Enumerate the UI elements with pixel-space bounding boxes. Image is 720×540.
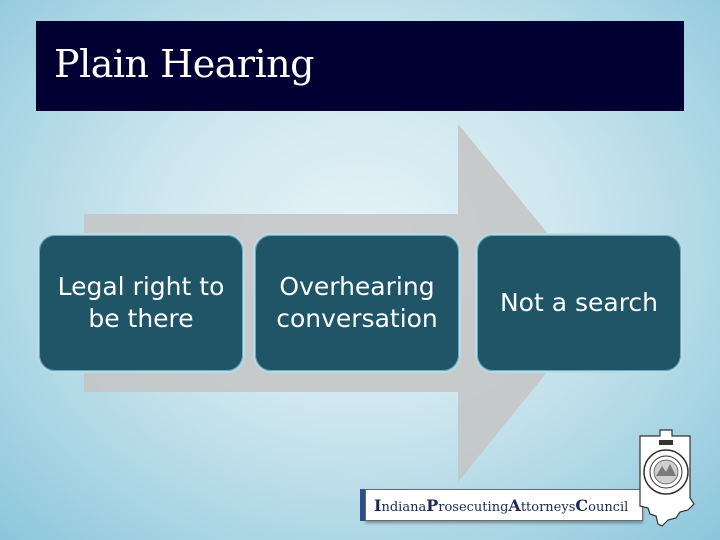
logo-word-4: Council	[575, 495, 629, 515]
step-overhearing: Overhearing conversation	[253, 233, 461, 373]
logo-word-2: Prosecuting	[426, 495, 509, 515]
logo-word-1: Indiana	[374, 495, 427, 515]
step-3-line-1: Not a search	[499, 287, 659, 317]
step-2-line-1: Overhearing	[279, 271, 435, 301]
logo-word-3: Attorneys	[508, 495, 576, 515]
step-legal-right: Legal right to be there	[37, 233, 245, 373]
ipac-logo-banner: Indiana Prosecuting Attorneys Council	[365, 489, 643, 521]
step-2-line-2: conversation	[276, 304, 438, 333]
title-bar: Plain Hearing	[36, 21, 684, 111]
indiana-state-seal-icon	[639, 429, 695, 527]
step-not-a-search: Not a search	[475, 233, 683, 373]
step-1-line-2: be there	[88, 304, 194, 333]
slide-title: Plain Hearing	[54, 42, 314, 86]
step-1-line-1: Legal right to	[57, 271, 225, 301]
